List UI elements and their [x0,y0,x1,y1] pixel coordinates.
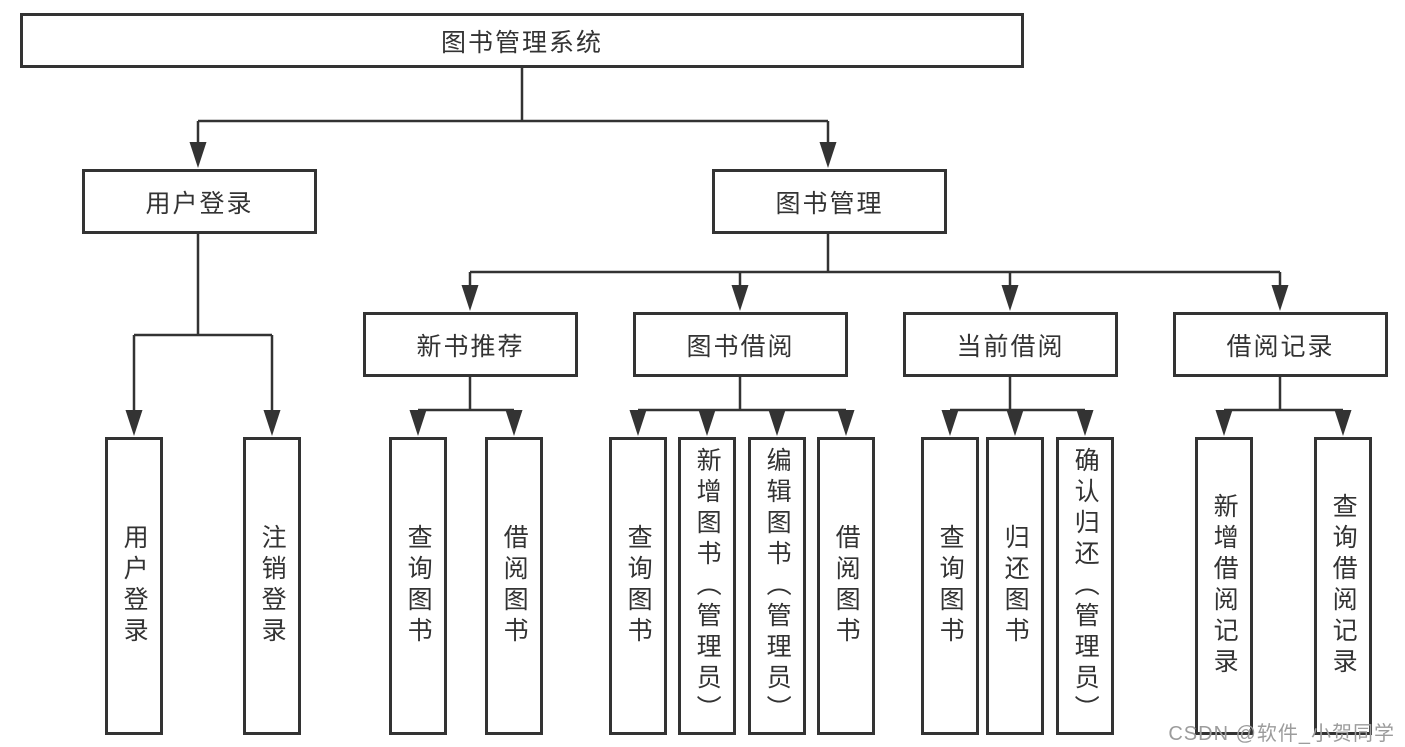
node-query-books-recommend: 查询图书 [389,437,447,735]
node-confirm-return-admin: 确认归还（管理员） [1056,437,1114,735]
arrowheads-level3 [461,285,1289,311]
node-query-books-current: 查询图书 [921,437,979,735]
node-user-login-action: 用户登录 [105,437,163,735]
node-label: 用户登录 [145,189,254,218]
node-label: 查询图书 [404,524,433,648]
node-label: 确认归还（管理员） [1071,446,1100,726]
connector-book-management-to-level3 [468,234,1282,289]
node-query-books-borrowing: 查询图书 [609,437,667,735]
arrowheads-user-login-leaves [125,410,281,436]
node-new-book-recommendation: 新书推荐 [363,312,578,377]
node-label: 图书管理系统 [440,28,603,57]
node-borrow-books-recommend: 借阅图书 [485,437,543,735]
node-add-borrow-record: 新增借阅记录 [1195,437,1253,735]
connector-borrowing-records-to-leaves [1222,377,1345,414]
node-book-management: 图书管理 [712,169,947,234]
node-user-login: 用户登录 [82,169,317,234]
connector-new-book-recommendation-to-leaves [416,377,516,414]
node-label: 新书推荐 [416,332,525,361]
node-book-borrowing: 图书借阅 [633,312,848,377]
connector-user-login-to-leaves [132,234,274,414]
node-label: 查询图书 [936,524,965,648]
node-query-borrow-record: 查询借阅记录 [1314,437,1372,735]
node-label: 借阅图书 [832,524,861,648]
node-logout-action: 注销登录 [243,437,301,735]
node-label: 查询图书 [624,524,653,648]
node-borrowing-records: 借阅记录 [1173,312,1388,377]
arrowheads-level2 [189,142,837,168]
node-return-books: 归还图书 [986,437,1044,735]
node-label: 编辑图书（管理员） [763,446,792,726]
node-label: 借阅记录 [1226,332,1335,361]
connector-book-borrowing-to-leaves [636,377,848,414]
node-label: 借阅图书 [500,524,529,648]
arrowheads-leaves [409,410,1352,436]
node-label: 注销登录 [258,524,287,648]
connector-root-to-level2 [196,68,830,146]
node-current-borrowing: 当前借阅 [903,312,1118,377]
node-label: 查询借阅记录 [1329,493,1358,679]
node-library-management-system: 图书管理系统 [20,13,1024,68]
connector-current-borrowing-to-leaves [948,377,1087,414]
node-label: 图书借阅 [686,332,795,361]
node-label: 当前借阅 [956,332,1065,361]
node-borrow-books-borrowing: 借阅图书 [817,437,875,735]
node-label: 新增图书（管理员） [693,446,722,726]
node-edit-books-admin: 编辑图书（管理员） [748,437,806,735]
csdn-watermark: CSDN @软件_小贺同学 [1168,723,1395,745]
node-label: 归还图书 [1001,524,1030,648]
node-label: 新增借阅记录 [1210,493,1239,679]
node-label: 图书管理 [775,189,884,218]
node-add-books-admin: 新增图书（管理员） [678,437,736,735]
node-label: 用户登录 [120,524,149,648]
